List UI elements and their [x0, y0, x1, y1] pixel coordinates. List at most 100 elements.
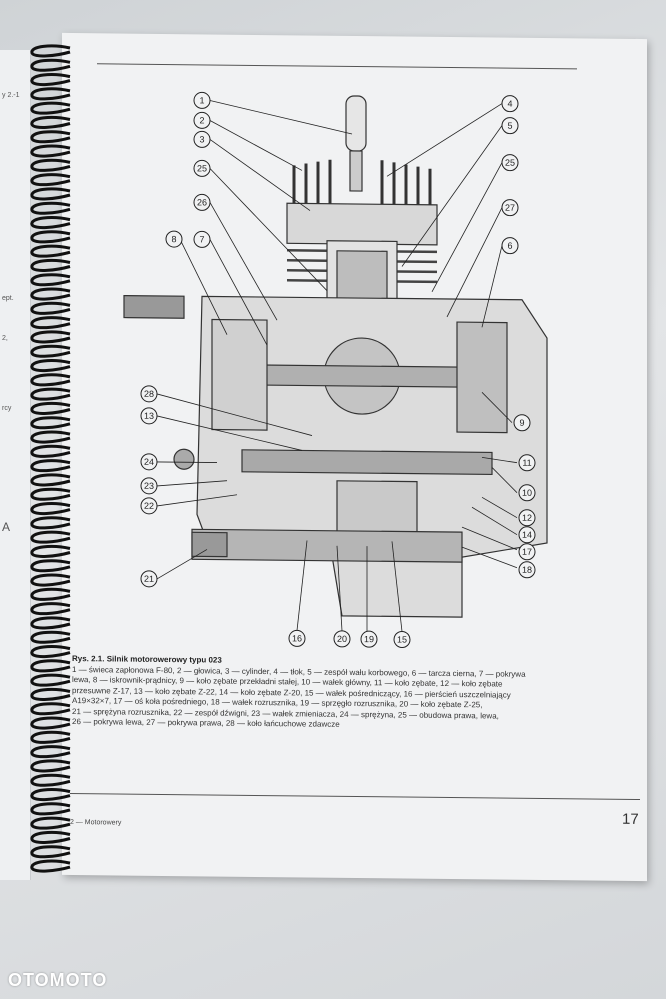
callout-marker: 25 — [193, 159, 211, 177]
callout-label: 11 — [522, 458, 531, 468]
spiral-coil — [30, 473, 71, 487]
caption-line: 26 — pokrywa lewa, 27 — pokrywa prawa, 2… — [72, 717, 340, 729]
spiral-coil — [30, 216, 71, 230]
callout-marker: 28 — [140, 385, 158, 403]
spiral-coil — [30, 401, 71, 415]
clutch — [456, 321, 508, 434]
left-page-fragment: rcy — [2, 405, 12, 412]
callout-marker: 7 — [193, 230, 211, 248]
callouts-bottom: 16 20 19 15 — [288, 629, 411, 648]
callout-marker: 22 — [140, 497, 158, 515]
callout-label: 14 — [522, 530, 532, 540]
callout-label: 17 — [522, 547, 532, 557]
callout-marker: 5 — [501, 117, 519, 135]
bottom-rule — [70, 793, 640, 800]
spark-plug — [345, 95, 367, 152]
callout-marker: 19 — [360, 630, 378, 648]
spiral-coil — [30, 230, 71, 244]
spiral-coil — [30, 387, 71, 401]
spiral-coil — [30, 258, 71, 272]
spiral-coil — [30, 444, 71, 458]
spiral-coil — [30, 173, 71, 187]
callout-label: 8 — [171, 234, 176, 244]
spiral-coil — [30, 373, 71, 387]
callout-marker: 25 — [501, 154, 519, 172]
callout-marker: 2 — [193, 111, 211, 129]
callout-marker: 6 — [501, 237, 519, 255]
callout-label: 20 — [337, 634, 347, 644]
left-page-fragment: A — [2, 520, 11, 534]
spiral-coil — [30, 716, 71, 730]
spiral-coil — [30, 687, 71, 701]
starter-shaft — [191, 528, 463, 563]
spiral-coil — [30, 587, 71, 601]
spiral-coil — [30, 773, 71, 787]
callout-marker: 10 — [518, 484, 536, 502]
spiral-coil — [30, 273, 71, 287]
spiral-coil — [30, 101, 71, 115]
spiral-coil — [30, 759, 71, 773]
otomoto-watermark: OTOMOTO — [8, 970, 108, 990]
callout-marker: 20 — [333, 630, 351, 648]
callout-marker: 26 — [193, 193, 211, 211]
spiral-coil — [30, 702, 71, 716]
callout-label: 18 — [522, 565, 532, 575]
spiral-coil — [30, 573, 71, 587]
spiral-coil — [30, 130, 71, 144]
callout-label: 1 — [199, 95, 204, 105]
spiral-binding — [30, 44, 71, 873]
spiral-coil — [30, 287, 71, 301]
spiral-coil — [30, 359, 71, 373]
left-page-fragment: 2, — [2, 335, 8, 342]
callout-marker: 4 — [501, 95, 519, 113]
piston — [336, 250, 388, 302]
callout-marker: 9 — [513, 414, 531, 432]
spiral-coil — [30, 316, 71, 330]
callout-label: 7 — [199, 234, 204, 244]
callout-marker: 21 — [140, 570, 158, 588]
spiral-coil — [30, 845, 71, 859]
spiral-coil — [30, 530, 71, 544]
spiral-coil — [30, 187, 71, 201]
callout-label: 15 — [397, 634, 407, 644]
callouts-right: 4 5 25 27 6 9 — [501, 95, 536, 579]
callout-marker: 18 — [518, 561, 536, 579]
spiral-coil — [30, 616, 71, 630]
spiral-coil — [30, 416, 71, 430]
callout-marker: 15 — [393, 630, 411, 648]
callout-marker: 17 — [518, 543, 536, 561]
main-shaft — [241, 449, 493, 476]
spiral-coil — [30, 44, 71, 58]
page-number: 17 — [622, 810, 639, 828]
callout-label: 5 — [507, 121, 512, 131]
callout-marker: 3 — [193, 130, 211, 148]
callout-label: 16 — [292, 633, 302, 643]
callout-marker: 14 — [518, 526, 536, 544]
spiral-coil — [30, 144, 71, 158]
spiral-coil — [30, 859, 71, 873]
spiral-coil — [30, 73, 71, 87]
left-page-edge: y 2.-1 ept. 2, rcy A — [0, 50, 31, 880]
spiral-coil — [30, 645, 71, 659]
callout-marker: 13 — [140, 407, 158, 425]
spiral-coil — [30, 502, 71, 516]
callout-label: 9 — [519, 418, 524, 428]
spiral-coil — [30, 544, 71, 558]
spiral-coil — [30, 344, 71, 358]
spiral-coil — [30, 58, 71, 72]
left-page-fragment: y 2.-1 — [2, 92, 20, 99]
pedal-lever — [123, 294, 185, 319]
document-page: 1 2 3 25 26 8 — [62, 32, 647, 882]
spiral-coil — [30, 730, 71, 744]
spiral-coil — [30, 430, 71, 444]
callout-marker: 27 — [501, 199, 519, 217]
callout-label: 12 — [522, 513, 532, 523]
spiral-coil — [30, 659, 71, 673]
callout-label: 13 — [144, 411, 154, 421]
spiral-coil — [30, 516, 71, 530]
callout-marker: 23 — [140, 477, 158, 495]
callout-label: 28 — [144, 389, 154, 399]
callout-marker: 1 — [193, 91, 211, 109]
spiral-coil — [30, 630, 71, 644]
spiral-coil — [30, 745, 71, 759]
